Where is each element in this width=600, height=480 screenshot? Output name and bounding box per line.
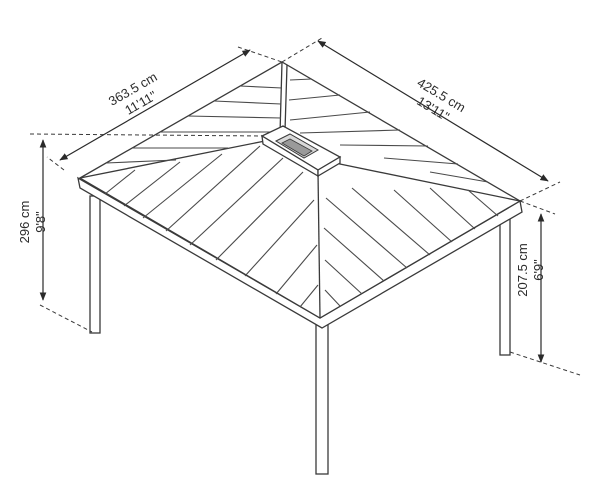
- dimension-labels: 363.5 cm 11'11" 425.5 cm 13'11" 296 cm 9…: [17, 69, 546, 297]
- post-back-right: [499, 204, 511, 356]
- front-posts: [315, 321, 329, 475]
- hip-back: [284, 64, 288, 132]
- label-eave-metric: 207.5 cm: [515, 243, 530, 296]
- hip-front: [317, 171, 321, 319]
- post-back-left: [89, 195, 101, 334]
- label-eave-imperial: 6'9": [531, 259, 546, 281]
- dim-arrow-length: [317, 40, 549, 182]
- panels-front-right: [323, 187, 499, 307]
- post-front-center: [315, 321, 329, 475]
- ridge-back-left: [279, 61, 283, 135]
- label-height-imperial: 9'8": [33, 211, 48, 233]
- dim-arrow-width: [59, 49, 251, 161]
- label-height-metric: 296 cm: [17, 201, 32, 244]
- dimension-arrows: [39, 40, 549, 363]
